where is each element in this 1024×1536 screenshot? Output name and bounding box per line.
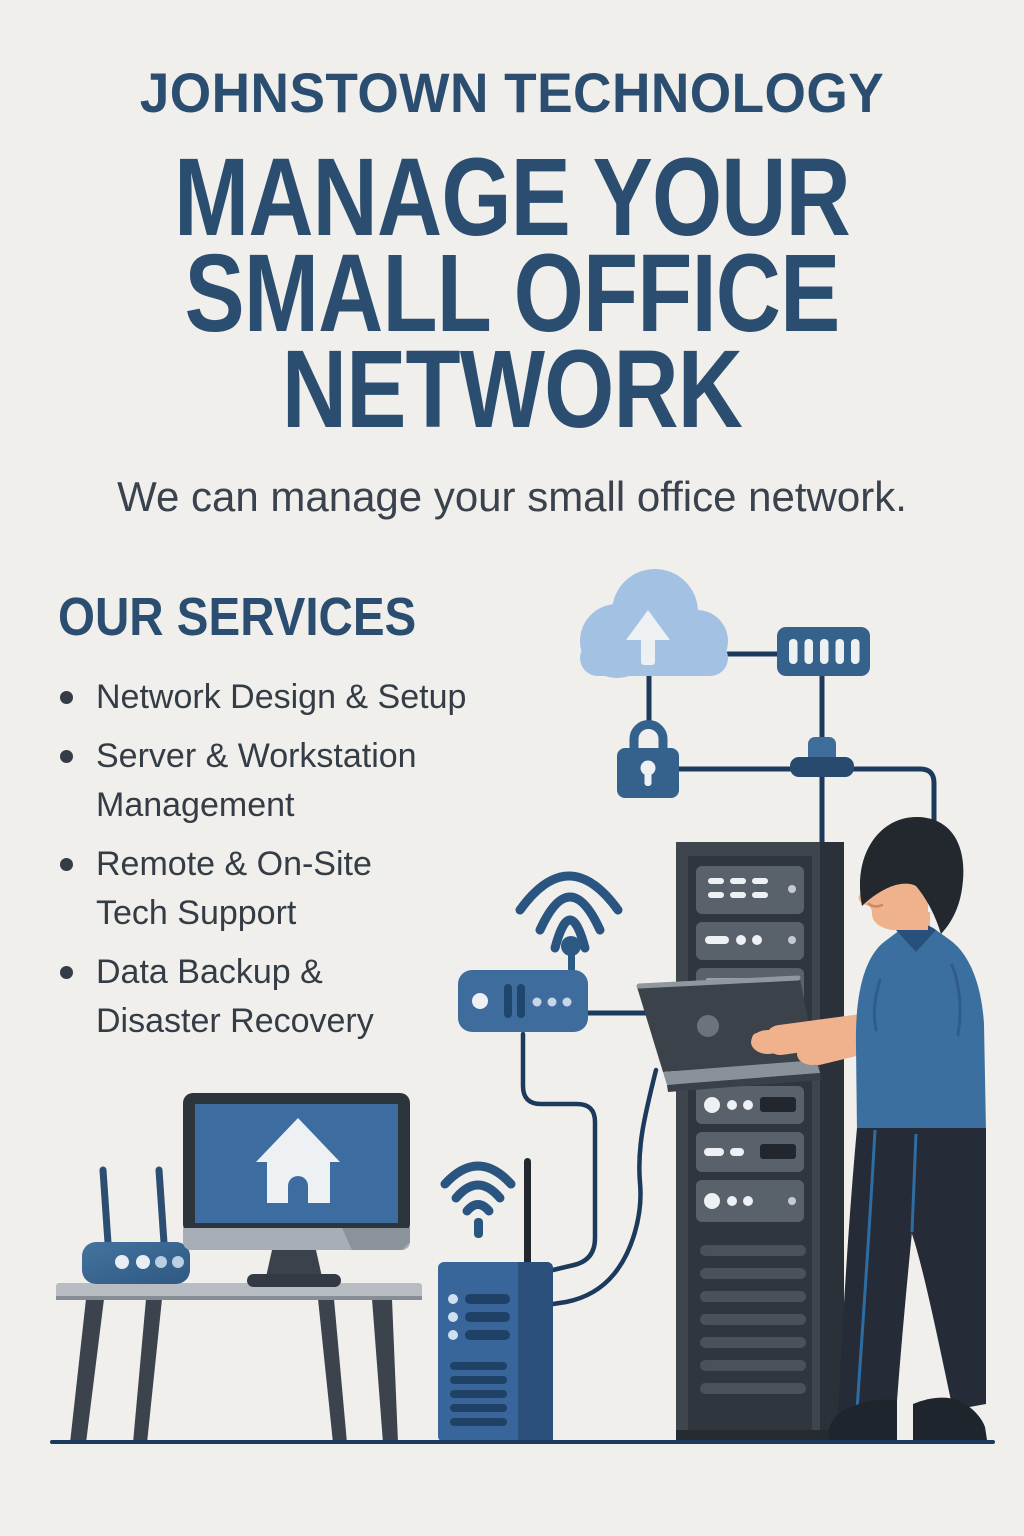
network-hub-icon [790,737,854,777]
pants-near-leg [838,1128,920,1414]
pants-far-leg [912,1128,986,1410]
shirt [855,924,986,1132]
service-item: Remote & On-Site Tech Support [56,840,536,938]
desktop-monitor-icon [183,1093,410,1287]
tower-server-icon [438,1158,553,1442]
network-switch-icon [777,627,870,676]
shoe [828,1399,897,1440]
upload-arrow-icon [626,610,670,665]
rack-server-unit [696,866,804,914]
access-point-icon [458,871,623,1032]
technician-figure [751,816,987,1440]
services-list: Network Design & Setup Server & Workstat… [56,673,536,1056]
poster-headline: MANAGE YOUR SMALL OFFICE NETWORK [174,136,851,451]
home-icon [256,1118,340,1203]
padlock-icon [617,720,679,798]
service-item: Network Design & Setup [56,673,536,722]
wifi-icon [515,871,623,953]
poster-subtitle: We can manage your small office network. [117,473,907,520]
shoe [913,1397,987,1440]
rack-server-unit [696,922,804,960]
rack-server-unit [696,1132,804,1172]
cloud-upload-icon [580,569,728,678]
service-item: Data Backup & Disaster Recovery [56,948,536,1046]
rack-server-unit [696,1180,804,1222]
rack-vents [700,1245,806,1394]
rack-server-unit [696,1086,804,1124]
services-title: OUR SERVICES [58,587,417,647]
network-cables [520,1031,659,1307]
hair [859,816,964,934]
server-rack-icon [676,842,844,1442]
service-item: Server & Workstation Management [56,732,536,830]
brand-name: JOHNSTOWN TECHNOLOGY [139,61,885,124]
desk [56,1283,422,1443]
network-connector-lines [585,651,937,1016]
wifi-icon [440,1161,516,1238]
router-icon [82,1166,190,1284]
collar [896,923,936,952]
